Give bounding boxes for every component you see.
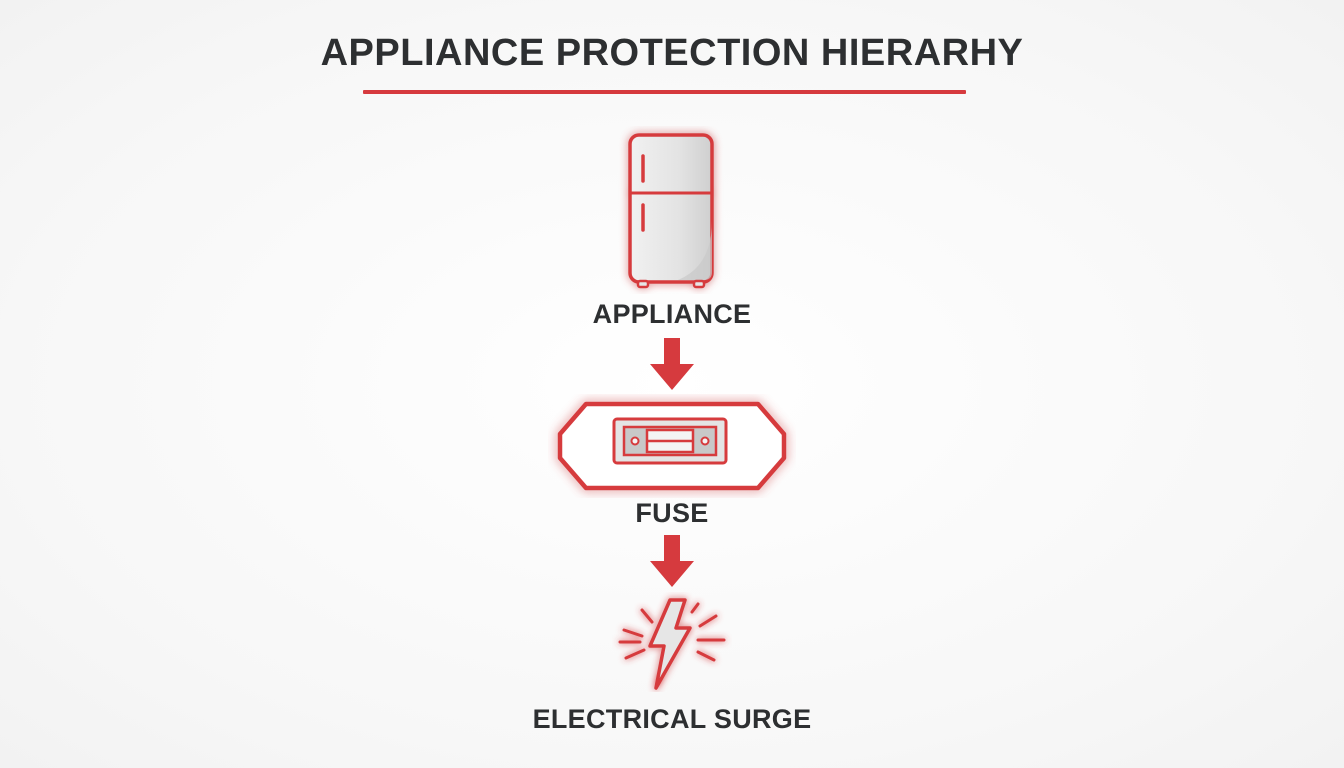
refrigerator-icon [618, 126, 726, 294]
fuse-icon [548, 394, 796, 498]
diagram-title: APPLIANCE PROTECTION HIERARHY [320, 32, 1024, 74]
node-label-electrical-surge: ELECTRICAL SURGE [532, 704, 812, 734]
down-arrow-icon [648, 338, 696, 392]
title-underline [363, 90, 966, 94]
down-arrow-icon [648, 535, 696, 589]
node-label-appliance: APPLIANCE [592, 299, 752, 329]
node-label-fuse: FUSE [635, 498, 709, 528]
lightning-bolt-icon [612, 592, 732, 692]
